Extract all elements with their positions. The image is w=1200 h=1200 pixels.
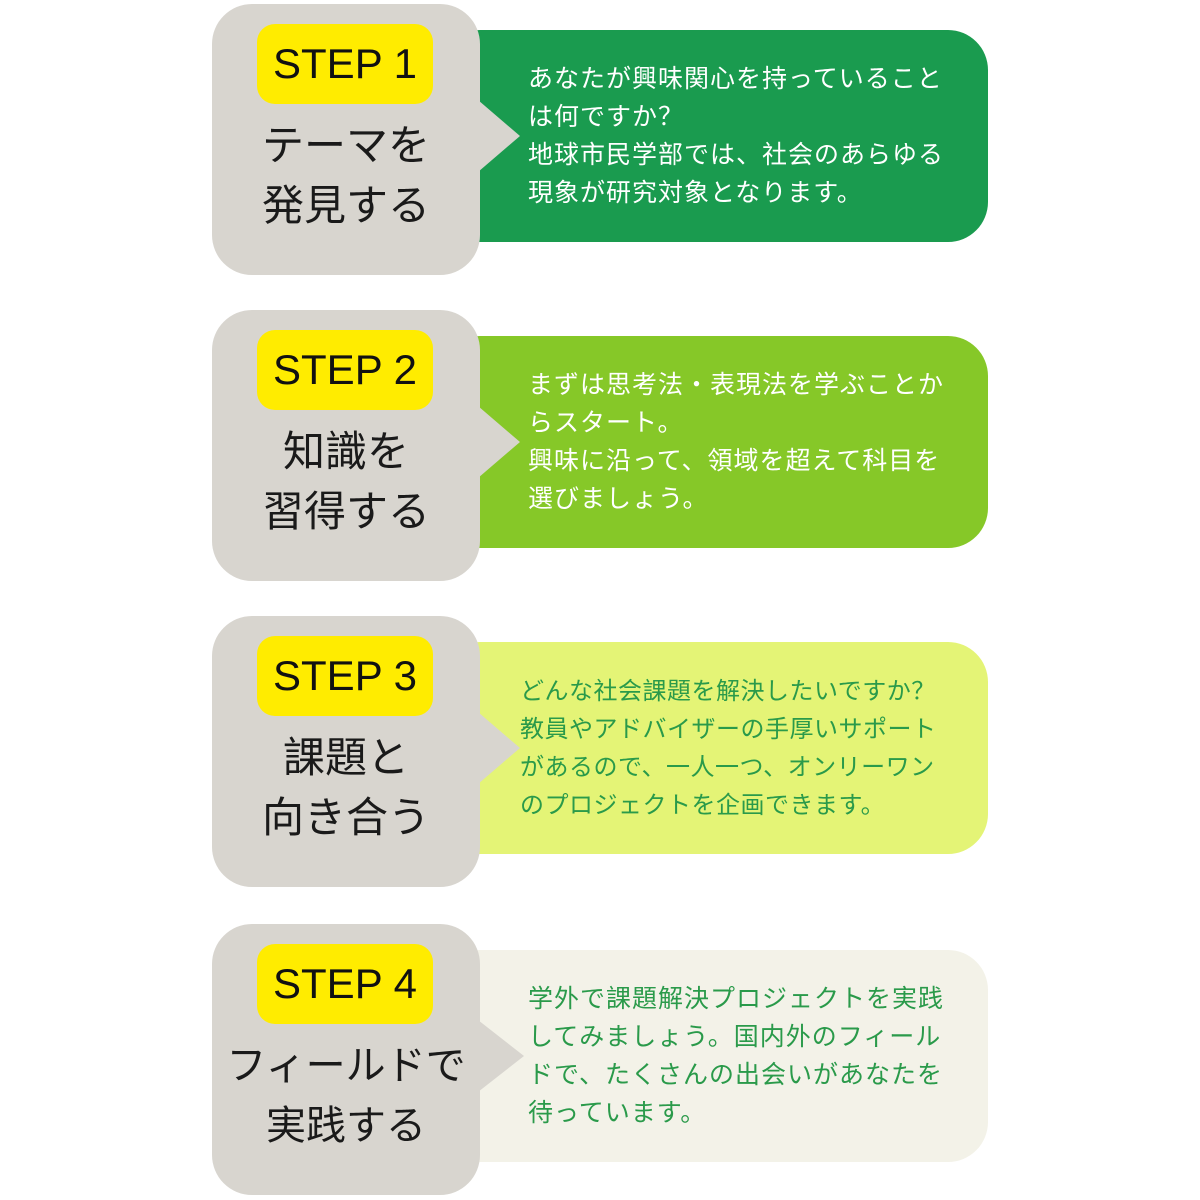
step-4-description-line: 待っています。 bbox=[528, 1098, 707, 1127]
step-4-description-line: ドで、たくさんの出会いがあなたを bbox=[528, 1060, 944, 1089]
step-2-title-line: 習得する bbox=[261, 487, 430, 536]
step-3-pointer bbox=[478, 712, 520, 784]
step-1-title-line: 発見する bbox=[261, 181, 430, 230]
step-4-badge: STEP 4 bbox=[257, 944, 433, 1024]
step-1-title: テーマを 発見する bbox=[212, 116, 480, 236]
step-1: あなたが興味関心を持っていること は何ですか？ 地球市民学部では、社会のあらゆる… bbox=[0, 0, 1200, 275]
step-1-pointer bbox=[478, 100, 520, 172]
step-3-description-line: 教員やアドバイザーの手厚いサポート bbox=[520, 715, 937, 743]
step-2-description-box: まずは思考法・表現法を学ぶことか らスタート。 興味に沿って、領域を超えて科目を… bbox=[440, 336, 988, 548]
step-4-title-line: フィールドで bbox=[226, 1043, 466, 1089]
step-3-description-line: どんな社会課題を解決したいですか？ bbox=[520, 677, 936, 705]
step-1-description-line: は何ですか？ bbox=[528, 102, 685, 131]
step-2: まずは思考法・表現法を学ぶことか らスタート。 興味に沿って、領域を超えて科目を… bbox=[0, 306, 1200, 581]
step-3: どんな社会課題を解決したいですか？ 教員やアドバイザーの手厚いサポート があるの… bbox=[0, 612, 1200, 887]
step-4-title: フィールドで 実践する bbox=[212, 1036, 480, 1156]
step-1-description-box: あなたが興味関心を持っていること は何ですか？ 地球市民学部では、社会のあらゆる… bbox=[440, 30, 988, 242]
step-3-description-box: どんな社会課題を解決したいですか？ 教員やアドバイザーの手厚いサポート があるの… bbox=[440, 642, 988, 854]
step-1-description-line: 地球市民学部では、社会のあらゆる bbox=[528, 140, 945, 169]
step-4-description-line: してみましょう。国内外のフィール bbox=[528, 1022, 942, 1051]
step-3-description-line: のプロジェクトを企画できます。 bbox=[520, 791, 886, 819]
step-4-pointer bbox=[478, 1020, 524, 1092]
step-2-description-line: 興味に沿って、領域を超えて科目を bbox=[528, 446, 941, 475]
step-2-description-line: まずは思考法・表現法を学ぶことか bbox=[528, 370, 945, 399]
step-3-title-box: STEP 3 課題と 向き合う bbox=[212, 616, 480, 887]
step-2-title-line: 知識を bbox=[282, 427, 409, 476]
step-4-title-line: 実践する bbox=[266, 1103, 426, 1149]
step-4-title-box: STEP 4 フィールドで 実践する bbox=[212, 924, 480, 1195]
step-3-description-line: があるので、一人一つ、オンリーワン bbox=[520, 753, 935, 781]
step-3-title: 課題と 向き合う bbox=[212, 728, 480, 848]
step-1-title-line: テーマを bbox=[261, 121, 430, 170]
step-4-description-box: 学外で課題解決プロジェクトを実践 してみましょう。国内外のフィール ドで、たくさ… bbox=[440, 950, 988, 1162]
step-1-description-line: あなたが興味関心を持っていること bbox=[528, 64, 943, 93]
step-3-title-line: 向き合う bbox=[261, 793, 430, 842]
step-2-description-line: 選びましょう。 bbox=[528, 484, 709, 513]
step-3-title-line: 課題と bbox=[282, 733, 409, 782]
step-1-title-box: STEP 1 テーマを 発見する bbox=[212, 4, 480, 275]
step-4: 学外で課題解決プロジェクトを実践 してみましょう。国内外のフィール ドで、たくさ… bbox=[0, 920, 1200, 1195]
step-1-badge: STEP 1 bbox=[257, 24, 433, 104]
step-2-description-line: らスタート。 bbox=[528, 408, 684, 437]
step-1-description-line: 現象が研究対象となります。 bbox=[528, 178, 863, 207]
step-2-title-box: STEP 2 知識を 習得する bbox=[212, 310, 480, 581]
step-2-badge: STEP 2 bbox=[257, 330, 433, 410]
step-3-badge: STEP 3 bbox=[257, 636, 433, 716]
step-2-title: 知識を 習得する bbox=[212, 422, 480, 542]
step-4-description-line: 学外で課題解決プロジェクトを実践 bbox=[528, 984, 945, 1013]
step-2-pointer bbox=[478, 406, 520, 478]
